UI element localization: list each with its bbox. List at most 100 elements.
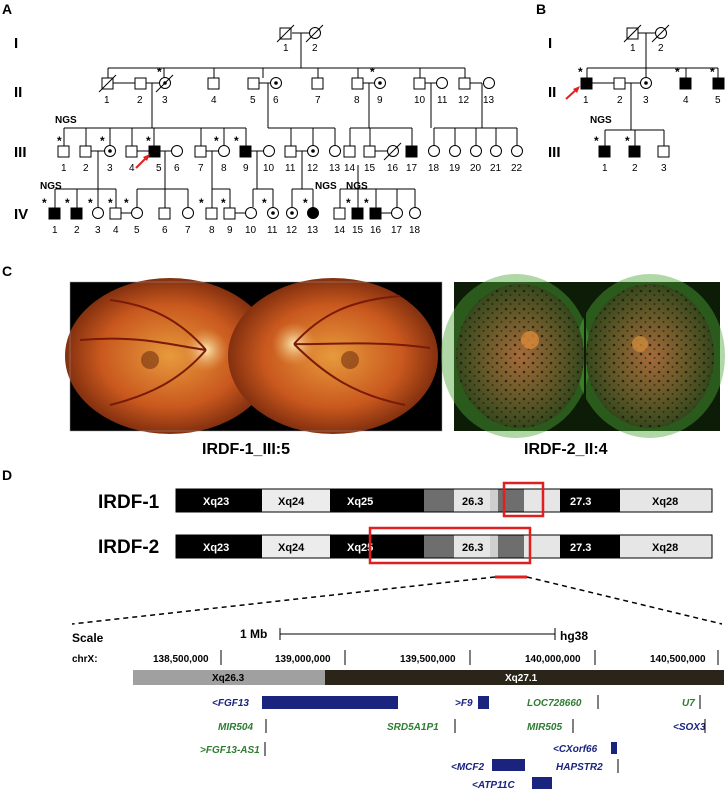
cytoband-xq27-1 bbox=[325, 670, 724, 685]
band-label: 27.3 bbox=[570, 542, 591, 554]
ngs-star: * bbox=[42, 196, 47, 210]
individual-number: 18 bbox=[409, 225, 421, 236]
gene-track-bar bbox=[532, 777, 552, 789]
chromosome-ideogram-irdf2: IRDF-2 Xq23 Xq24 Xq25 26.3 27.3 Xq28 bbox=[98, 526, 713, 565]
generation-label-a-i: I bbox=[14, 35, 18, 52]
individual-number: 14 bbox=[344, 163, 356, 174]
linkage-region-box bbox=[502, 481, 545, 518]
generation-ii-numbers-a: 1 2 3 4 5 6 7 8 9 10 11 12 13 bbox=[104, 95, 495, 106]
proband-arrow bbox=[573, 86, 580, 93]
cytoband-xq26-3 bbox=[133, 670, 325, 685]
individual-number: 1 bbox=[104, 95, 110, 106]
ngs-star: * bbox=[146, 134, 151, 148]
zoom-line-right bbox=[526, 576, 723, 625]
band-label: Xq25 bbox=[347, 542, 373, 554]
individual-number: 1 bbox=[283, 43, 289, 54]
individual-number: 7 bbox=[198, 163, 204, 174]
generation-label-a-iv: IV bbox=[14, 206, 28, 223]
gene-track-bar bbox=[611, 742, 617, 754]
individual-number: 8 bbox=[221, 163, 227, 174]
gene-label: U7 bbox=[682, 698, 695, 709]
individual-number: 15 bbox=[364, 163, 376, 174]
individual-number: 6 bbox=[174, 163, 180, 174]
cytoband-label: Xq27.1 bbox=[505, 673, 538, 684]
generation-ii-row-a: * * bbox=[98, 65, 495, 93]
individual-number: 5 bbox=[134, 225, 140, 236]
individual-number: 13 bbox=[329, 163, 341, 174]
linkage-region-box bbox=[368, 526, 532, 565]
individual-number: 2 bbox=[617, 95, 623, 106]
individual-number: 12 bbox=[458, 95, 470, 106]
ngs-star: * bbox=[57, 134, 62, 148]
individual-number: 6 bbox=[162, 225, 168, 236]
ngs-star: * bbox=[364, 196, 369, 210]
proband-arrow bbox=[143, 154, 150, 161]
individual-number: 11 bbox=[437, 95, 448, 106]
gene-label: MIR504 bbox=[218, 722, 253, 733]
coordinate-tick-label: 138,500,000 bbox=[153, 654, 209, 665]
individual-number: 5 bbox=[715, 95, 721, 106]
individual-number: 4 bbox=[113, 225, 119, 236]
individual-number: 1 bbox=[583, 95, 589, 106]
band-label: 27.3 bbox=[570, 496, 591, 508]
individual-number: 13 bbox=[483, 95, 495, 106]
individual-number: 2 bbox=[632, 163, 638, 174]
pedigree-a: I II III IV 1 2 * bbox=[14, 24, 523, 236]
chromosome-ideogram-irdf1: IRDF-1 Xq23 Xq24 Xq25 26.3 27.3 Xq28 bbox=[98, 481, 713, 518]
fundus-caption-irdf2: IRDF-2_II:4 bbox=[524, 441, 608, 458]
band-label: Xq28 bbox=[652, 542, 678, 554]
ngs-star: * bbox=[100, 134, 105, 148]
individual-number: 4 bbox=[129, 163, 135, 174]
gene-label: <ATP11C bbox=[472, 780, 515, 791]
band-label: Xq28 bbox=[652, 496, 678, 508]
pedigree-b: I II III 1 2 * * * 1 2 3 4 5 NGS bbox=[548, 24, 725, 174]
individual-number: 10 bbox=[414, 95, 426, 106]
gene-label: SRD5A1P1 bbox=[387, 722, 439, 733]
band-label: Xq24 bbox=[278, 542, 305, 554]
panel-letter-c: C bbox=[2, 263, 12, 279]
ngs-star: * bbox=[578, 65, 583, 79]
individual-number: 4 bbox=[683, 95, 689, 106]
individual-number: 10 bbox=[245, 225, 257, 236]
fundus-image-irdf2 bbox=[441, 274, 725, 438]
ngs-label: NGS bbox=[40, 181, 62, 192]
generation-label-b-iii: III bbox=[548, 144, 561, 161]
scale-label: Scale bbox=[72, 631, 104, 645]
individual-number: 18 bbox=[428, 163, 440, 174]
individual-number: 19 bbox=[449, 163, 461, 174]
generation-iii-row-a: * * * * * bbox=[57, 127, 523, 169]
individual-number: 7 bbox=[185, 225, 191, 236]
fundus-image-irdf1 bbox=[65, 278, 443, 434]
ideogram-label-irdf1: IRDF-1 bbox=[98, 492, 160, 513]
individual-number: 1 bbox=[61, 163, 67, 174]
generation-iii-numbers-a: 1 2 3 4 5 6 7 8 9 10 11 12 13 14 15 16 1… bbox=[61, 163, 523, 174]
gene-label: <CXorf66 bbox=[553, 744, 598, 755]
individual-number: 13 bbox=[307, 225, 319, 236]
gene-label: <FGF13 bbox=[212, 698, 249, 709]
panel-letter-b: B bbox=[536, 1, 546, 17]
ngs-label: NGS bbox=[315, 181, 337, 192]
generation-iv-numbers-a: 1 2 3 4 5 6 7 8 9 10 11 12 13 14 15 16 1… bbox=[52, 225, 421, 236]
individual-number: 3 bbox=[107, 163, 113, 174]
individual-number: 7 bbox=[315, 95, 321, 106]
individual-number: 4 bbox=[211, 95, 217, 106]
individual-number: 9 bbox=[377, 95, 383, 106]
ideogram-label-irdf2: IRDF-2 bbox=[98, 537, 159, 558]
individual-number: 17 bbox=[406, 163, 418, 174]
individual-number: 2 bbox=[83, 163, 89, 174]
assembly-label: hg38 bbox=[560, 629, 588, 643]
coordinate-tick-label: 140,500,000 bbox=[650, 654, 706, 665]
ngs-star: * bbox=[710, 65, 715, 79]
individual-number: 11 bbox=[285, 163, 296, 174]
panel-letter-d: D bbox=[2, 467, 12, 483]
zoom-line-left bbox=[71, 576, 496, 625]
individual-number: 9 bbox=[243, 163, 249, 174]
genome-browser: Scale 1 Mb hg38 chrX: 138,500,000 139,00… bbox=[72, 627, 724, 791]
individual-number: 17 bbox=[391, 225, 403, 236]
individual-number: 11 bbox=[267, 225, 278, 236]
generation-label-b-i: I bbox=[548, 35, 552, 52]
ngs-star: * bbox=[370, 65, 375, 79]
ngs-star: * bbox=[262, 196, 267, 210]
band-label: Xq23 bbox=[203, 542, 229, 554]
gene-track-bar bbox=[262, 696, 398, 709]
